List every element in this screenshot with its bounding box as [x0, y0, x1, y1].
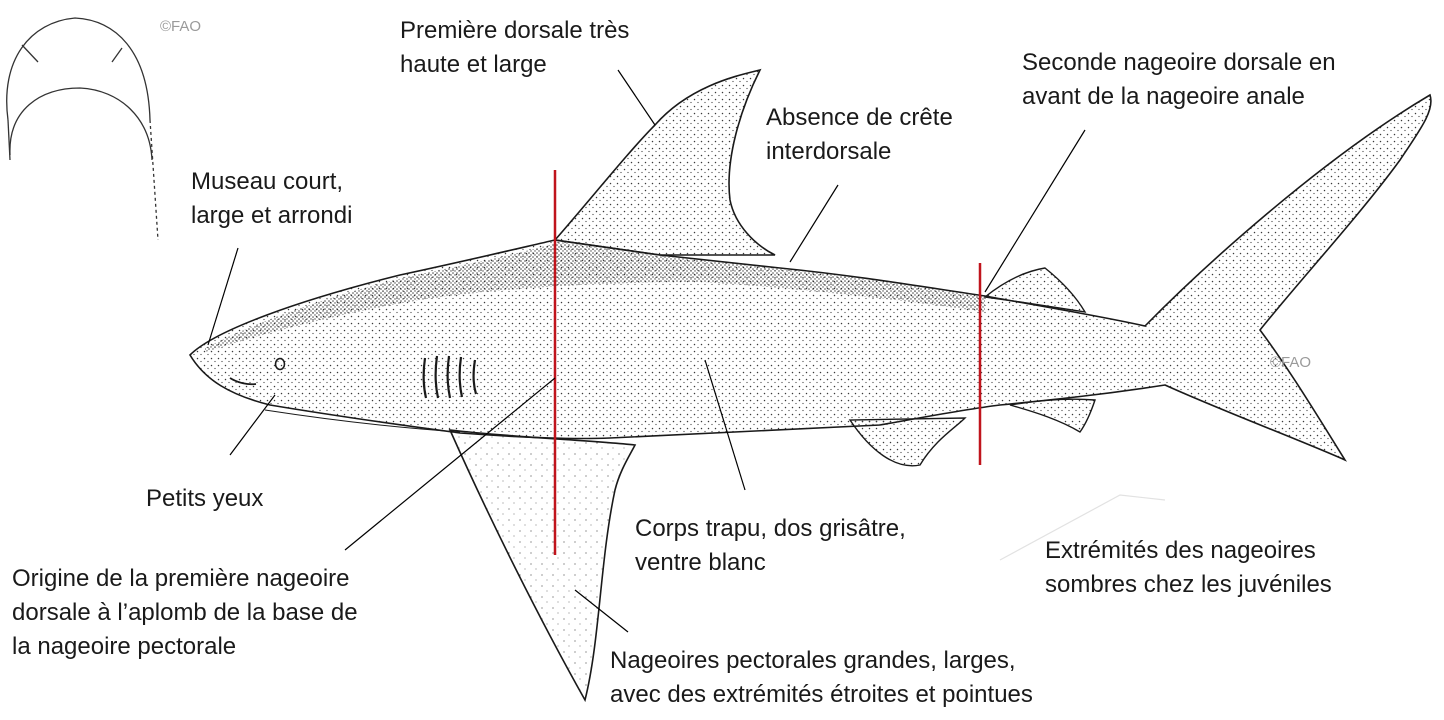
- pectoral-fin: [448, 429, 637, 703]
- label-eyes-line-1: Petits yeux: [146, 485, 264, 512]
- label-juvenile-fin-tips: Extrémités des nageoires sombres chez le…: [1045, 534, 1332, 602]
- faint-bracket: [999, 494, 1166, 561]
- anal-fin: [1009, 398, 1096, 433]
- credit-tail: ©FAO: [1270, 354, 1312, 371]
- label-first-dorsal: Première dorsale très haute et large: [400, 14, 629, 82]
- label-pectoral-fins: Nageoires pectorales grandes, larges, av…: [610, 644, 1033, 712]
- pelvic-fin: [848, 417, 967, 467]
- gill-slits: [422, 355, 478, 399]
- label-origin-line-2: dorsale à l’aplomb de la base de: [12, 599, 358, 626]
- mouth-line: [229, 377, 257, 386]
- label-interdorsal-line-2: interdorsale: [766, 138, 892, 165]
- label-origin-line-1: Origine de la première nageoire: [12, 565, 350, 592]
- label-body-line-1: Corps trapu, dos grisâtre,: [635, 515, 906, 542]
- label-second-dorsal: Seconde nageoire dorsale en avant de la …: [1022, 46, 1336, 114]
- label-snout-line-2: large et arrondi: [191, 202, 353, 229]
- label-second-dorsal-line-1: Seconde nageoire dorsale en: [1022, 49, 1336, 76]
- first-dorsal-fin: [553, 68, 776, 256]
- label-body-line-2: ventre blanc: [635, 549, 766, 576]
- second-dorsal-fin: [983, 267, 1087, 313]
- belly-line: [264, 409, 461, 433]
- label-eyes: Petits yeux: [146, 482, 263, 516]
- label-juvenile-line-2: sombres chez les juvéniles: [1045, 571, 1332, 598]
- label-first-dorsal-line-2: haute et large: [400, 51, 547, 78]
- label-body: Corps trapu, dos grisâtre, ventre blanc: [635, 512, 906, 580]
- label-interdorsal-line-1: Absence de crête: [766, 104, 953, 131]
- label-first-dorsal-line-1: Première dorsale très: [400, 17, 630, 44]
- head-view-sketch: [6, 17, 159, 241]
- label-snout: Museau court, large et arrondi: [191, 165, 352, 233]
- label-dorsal-origin: Origine de la première nageoire dorsale …: [12, 562, 358, 664]
- label-interdorsal-ridge: Absence de crête interdorsale: [766, 101, 953, 169]
- leader-lines: [207, 69, 1086, 633]
- eye: [274, 357, 286, 371]
- label-juvenile-line-1: Extrémités des nageoires: [1045, 537, 1316, 564]
- label-origin-line-3: la nageoire pectorale: [12, 633, 237, 660]
- label-pectoral-line-2: avec des extrémités étroites et pointues: [610, 681, 1033, 708]
- label-snout-line-1: Museau court,: [191, 168, 344, 195]
- label-pectoral-line-1: Nageoires pectorales grandes, larges,: [610, 647, 1016, 674]
- credit-top-left: ©FAO: [160, 18, 202, 35]
- label-second-dorsal-line-2: avant de la nageoire anale: [1022, 83, 1305, 110]
